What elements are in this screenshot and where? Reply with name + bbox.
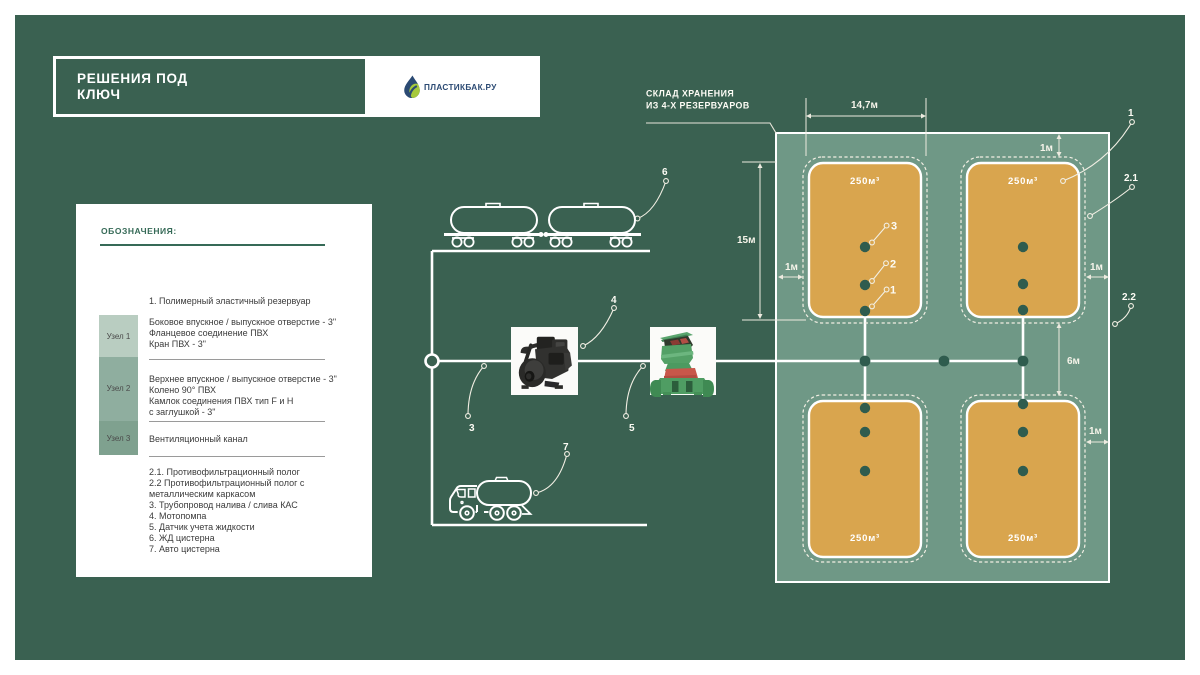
svg-text:250м³: 250м³	[850, 176, 880, 187]
svg-text:6м: 6м	[1067, 356, 1080, 367]
svg-text:ИЗ 4-Х РЕЗЕРВУАРОВ: ИЗ 4-Х РЕЗЕРВУАРОВ	[646, 100, 750, 110]
svg-text:4: 4	[611, 295, 617, 306]
svg-text:250м³: 250м³	[1008, 533, 1038, 544]
svg-text:250м³: 250м³	[1008, 176, 1038, 187]
svg-text:15м: 15м	[737, 235, 756, 246]
svg-text:6: 6	[662, 167, 668, 178]
svg-text:3: 3	[469, 423, 475, 434]
svg-text:1м: 1м	[1090, 262, 1103, 273]
svg-text:2.1: 2.1	[1124, 173, 1138, 184]
svg-text:1м: 1м	[1089, 426, 1102, 437]
svg-text:1: 1	[1128, 108, 1134, 119]
svg-text:1м: 1м	[785, 262, 798, 273]
svg-text:7: 7	[563, 442, 569, 453]
svg-text:3: 3	[891, 221, 897, 233]
svg-text:1: 1	[890, 285, 896, 297]
svg-text:2: 2	[890, 259, 896, 271]
svg-text:2.2: 2.2	[1122, 292, 1136, 303]
svg-text:250м³: 250м³	[850, 533, 880, 544]
svg-text:СКЛАД ХРАНЕНИЯ: СКЛАД ХРАНЕНИЯ	[646, 89, 734, 99]
svg-text:14,7м: 14,7м	[851, 100, 878, 111]
svg-text:5: 5	[629, 423, 635, 434]
svg-text:1м: 1м	[1040, 143, 1053, 154]
